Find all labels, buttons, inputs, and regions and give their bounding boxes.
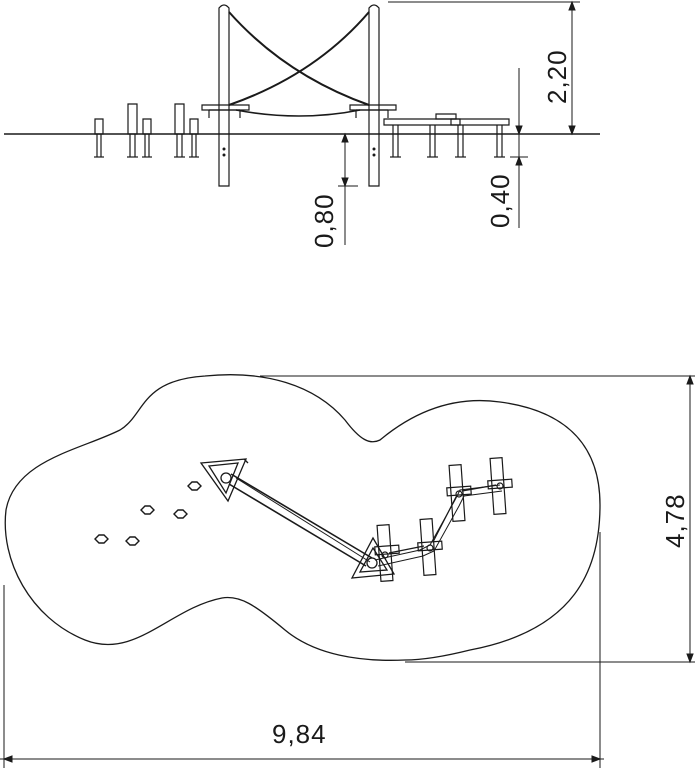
- plan-depth-label: 4,78: [660, 493, 690, 548]
- balance-beam: [451, 119, 509, 157]
- post-depth-label: 0,80: [309, 193, 339, 248]
- foundation-depth-label: 0,40: [485, 173, 515, 228]
- height-label: 2,20: [542, 49, 572, 104]
- stepping-stones: [95, 482, 201, 545]
- plan-depth-dimension: [260, 376, 695, 662]
- balance-beams-plan: [375, 458, 512, 582]
- stepping-post: [142, 119, 152, 157]
- left-post-frame: [201, 459, 248, 501]
- beam-pad: [447, 465, 471, 522]
- stepping-stone: [126, 537, 139, 545]
- elevation-view: [4, 2, 600, 245]
- crossing-ropes: [229, 12, 369, 116]
- foundation-depth-dimension: [510, 68, 528, 228]
- plan-length-dimension: [0, 532, 604, 768]
- post-depth-dimension: [338, 134, 358, 245]
- stepping-stone: [174, 510, 187, 518]
- right-post-frame: [352, 538, 394, 578]
- safety-area-outline: [5, 375, 600, 661]
- stepping-post: [127, 104, 138, 157]
- stepping-stone: [141, 506, 154, 514]
- height-dimension: [388, 2, 580, 134]
- balance-beam: [384, 114, 460, 157]
- plan-view: [0, 375, 695, 768]
- stepping-stone: [188, 482, 201, 490]
- stepping-post: [189, 119, 199, 157]
- rope-bridge: [229, 474, 372, 566]
- plan-length-label: 9,84: [272, 719, 327, 749]
- stepping-post: [94, 119, 104, 157]
- right-main-post: [350, 5, 396, 186]
- stepping-stone: [95, 535, 108, 543]
- left-main-post: [202, 5, 249, 186]
- stepping-post: [174, 104, 185, 157]
